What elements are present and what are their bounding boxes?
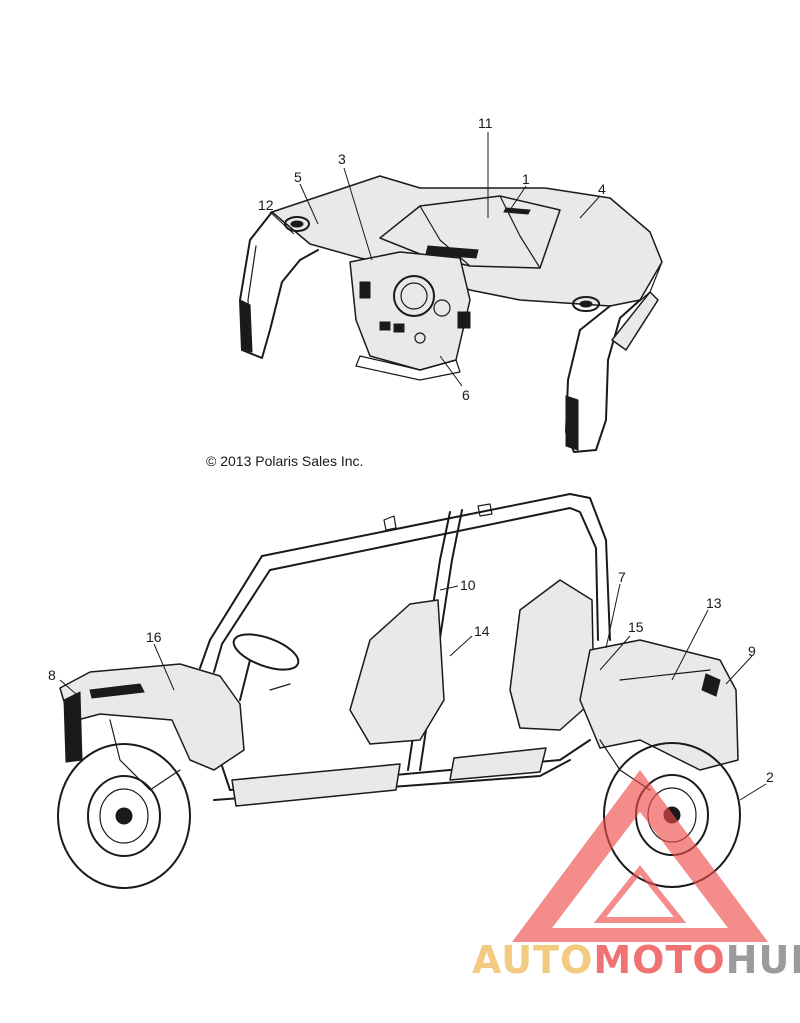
callout-14: 14 (474, 623, 490, 639)
dashboard-assembly (239, 175, 663, 453)
callout-10: 10 (460, 577, 476, 593)
watermark-text: AUTOMOTOHUB (472, 938, 800, 982)
callout-13: 13 (706, 595, 722, 611)
callout-3: 3 (338, 151, 346, 167)
watermark-moto: MOTO (593, 938, 725, 982)
callout-7: 7 (618, 569, 626, 585)
callout-12: 12 (258, 197, 274, 213)
callout-16: 16 (146, 629, 162, 645)
callout-8: 8 (48, 667, 56, 683)
leader-lines (59, 132, 767, 801)
callout-11: 11 (478, 115, 493, 131)
watermark-inner-triangle-icon (593, 865, 687, 923)
watermark-hub: HUB (726, 938, 800, 982)
watermark-auto: AUTO (472, 938, 593, 982)
watermark-logo: AUTOMOTOHUB (472, 770, 800, 982)
callout-1: 1 (522, 171, 530, 187)
callout-2: 2 (766, 769, 774, 785)
callout-6: 6 (462, 387, 470, 403)
copyright-notice: © 2013 Polaris Sales Inc. (206, 453, 363, 469)
callout-4: 4 (598, 181, 606, 197)
callout-5: 5 (294, 169, 302, 185)
callout-15: 15 (628, 619, 644, 635)
callout-9: 9 (748, 643, 756, 659)
watermark-triangle-icon (512, 770, 768, 942)
vehicle-assembly (57, 493, 741, 889)
